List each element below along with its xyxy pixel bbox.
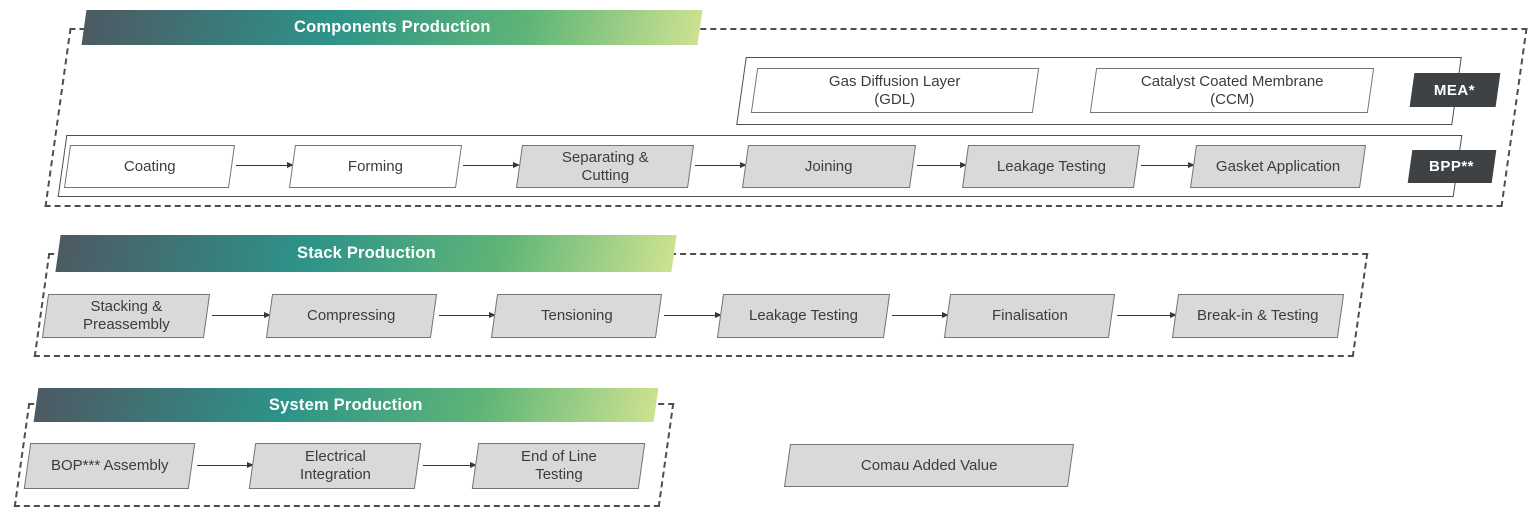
process-box-separating-cutting: Separating & Cutting bbox=[515, 145, 695, 188]
arrow-right-icon bbox=[463, 161, 520, 168]
arrow-right-icon bbox=[197, 461, 254, 468]
stack-production-header: Stack Production bbox=[55, 235, 677, 272]
system-production-header: System Production bbox=[33, 388, 659, 422]
process-box-label: (GDL) bbox=[874, 90, 916, 108]
process-box-joining: Joining bbox=[741, 145, 917, 188]
process-box-label: End of Line bbox=[520, 448, 597, 465]
process-box-electrical-integration: Electrical Integration bbox=[248, 443, 422, 489]
process-box-label: Joining bbox=[805, 157, 853, 175]
components-production-title: Components Production bbox=[293, 18, 491, 36]
process-box-label: Compressing bbox=[307, 307, 396, 324]
process-box-leakage-testing-bpp: Leakage Testing bbox=[961, 145, 1141, 188]
process-box-label: Cutting bbox=[581, 166, 629, 184]
process-box-bop-assembly: BOP*** Assembly bbox=[23, 443, 196, 489]
process-box-finalisation: Finalisation bbox=[943, 294, 1116, 338]
process-box-label: Electrical bbox=[304, 448, 366, 465]
arrow-right-icon bbox=[236, 161, 294, 168]
process-box-label: Forming bbox=[347, 157, 403, 175]
stack-production-title: Stack Production bbox=[296, 244, 436, 262]
process-box-label: Integration bbox=[299, 466, 371, 483]
process-box-label: Preassembly bbox=[82, 316, 170, 333]
arrow-right-icon bbox=[423, 461, 477, 468]
system-production-title: System Production bbox=[269, 395, 423, 414]
process-box-label: Coating bbox=[123, 157, 176, 175]
process-box-label: Testing bbox=[534, 466, 583, 483]
arrow-right-icon bbox=[1141, 161, 1195, 168]
process-box-ccm: Catalyst Coated Membrane (CCM) bbox=[1089, 68, 1375, 113]
process-box-label: Finalisation bbox=[991, 307, 1068, 324]
arrow-right-icon bbox=[439, 311, 496, 318]
process-box-forming: Forming bbox=[288, 145, 463, 188]
arrow-right-icon bbox=[917, 161, 967, 168]
arrow-right-icon bbox=[695, 161, 747, 168]
arrow-right-icon bbox=[664, 311, 722, 318]
process-box-label: Gas Diffusion Layer bbox=[829, 72, 961, 90]
process-box-label: (CCM) bbox=[1209, 90, 1255, 108]
mea-tag-label: MEA* bbox=[1434, 81, 1476, 99]
arrow-right-icon bbox=[892, 311, 949, 318]
process-box-label: Tensioning bbox=[540, 307, 613, 324]
bpp-tag: BPP** bbox=[1407, 150, 1497, 183]
legend-comau-added-value: Comau Added Value bbox=[783, 444, 1075, 487]
process-box-leakage-testing-stack: Leakage Testing bbox=[716, 294, 891, 338]
mea-tag: MEA* bbox=[1409, 73, 1501, 107]
process-box-compressing: Compressing bbox=[265, 294, 438, 338]
process-box-label: Break-in & Testing bbox=[1197, 307, 1319, 324]
process-box-label: BOP*** Assembly bbox=[50, 457, 169, 474]
process-box-gdl: Gas Diffusion Layer (GDL) bbox=[750, 68, 1040, 113]
process-box-tensioning: Tensioning bbox=[490, 294, 663, 338]
process-box-label: Leakage Testing bbox=[996, 157, 1106, 175]
process-box-label: Catalyst Coated Membrane bbox=[1140, 72, 1324, 90]
process-box-coating: Coating bbox=[63, 145, 236, 188]
process-box-break-in-testing: Break-in & Testing bbox=[1171, 294, 1345, 338]
process-box-label: Gasket Application bbox=[1215, 157, 1341, 175]
arrow-right-icon bbox=[1117, 311, 1177, 318]
components-production-header: Components Production bbox=[81, 10, 703, 45]
arrow-right-icon bbox=[212, 311, 271, 318]
process-box-label: Separating & bbox=[561, 148, 649, 166]
process-box-label: Stacking & bbox=[90, 298, 162, 315]
process-box-stacking-preassembly: Stacking & Preassembly bbox=[41, 294, 211, 338]
process-box-gasket-application: Gasket Application bbox=[1189, 145, 1367, 188]
legend-label: Comau Added Value bbox=[860, 456, 998, 474]
process-box-label: Leakage Testing bbox=[749, 307, 858, 324]
process-box-end-of-line-testing: End of Line Testing bbox=[471, 443, 646, 489]
bpp-tag-label: BPP** bbox=[1429, 158, 1475, 175]
